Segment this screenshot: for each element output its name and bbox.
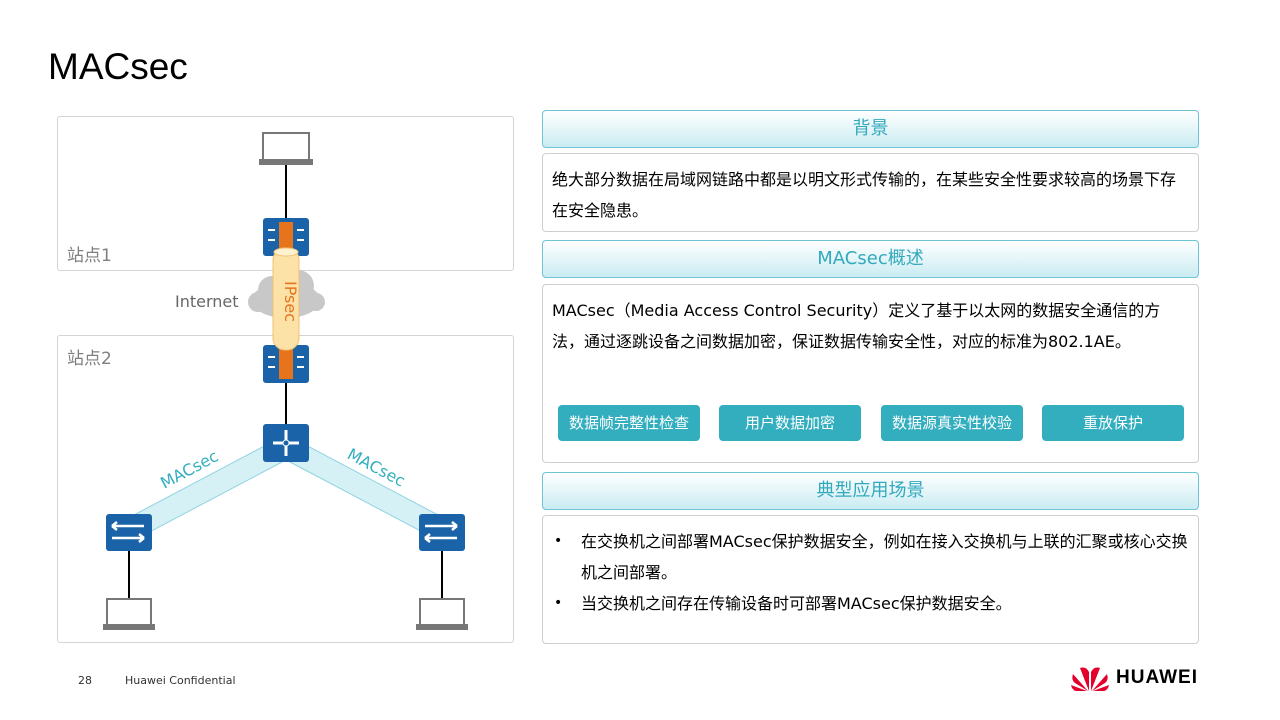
site1-label: 站点1 [67, 246, 112, 266]
scenario-item: 在交换机之间部署MACsec保护数据安全，例如在接入交换机与上联的汇聚或核心交换… [552, 526, 1189, 588]
internet-label: Internet [175, 292, 239, 311]
firewall-icon [263, 218, 309, 256]
network-diagram [103, 132, 468, 630]
brand-name: HUAWEI [1116, 667, 1198, 688]
overview-box: MACsec（Media Access Control Security）定义了… [542, 284, 1199, 463]
slide-title: MACsec [48, 46, 188, 87]
switch-icon [106, 514, 152, 551]
feature-encryption: 用户数据加密 [719, 405, 861, 441]
ipsec-label: IPsec [281, 280, 301, 323]
site2-label: 站点2 [67, 349, 112, 369]
scenario-item: 当交换机之间存在传输设备时可部署MACsec保护数据安全。 [552, 588, 1189, 619]
background-text: 绝大部分数据在局域网链路中都是以明文形式传输的，在某些安全性要求较高的场景下存在… [542, 153, 1199, 232]
section-header-overview: MACsec概述 [542, 240, 1199, 278]
section-header-background: 背景 [542, 110, 1199, 148]
laptop-icon [416, 598, 468, 630]
overview-text: MACsec（Media Access Control Security）定义了… [552, 301, 1161, 351]
huawei-flower-icon [1071, 667, 1109, 691]
page-number: 28 [78, 674, 92, 687]
firewall-icon [263, 345, 309, 383]
feature-replay-protection: 重放保护 [1042, 405, 1184, 441]
scenarios-box: 在交换机之间部署MACsec保护数据安全，例如在接入交换机与上联的汇聚或核心交换… [542, 515, 1199, 644]
switch-icon [419, 514, 465, 551]
ipsec-tunnel [272, 247, 300, 351]
laptop-icon [103, 598, 155, 630]
huawei-logo: HUAWEI [1070, 664, 1198, 692]
feature-integrity: 数据帧完整性检查 [558, 405, 700, 441]
section-header-scenarios: 典型应用场景 [542, 472, 1199, 510]
feature-authenticity: 数据源真实性校验 [881, 405, 1023, 441]
confidential-label: Huawei Confidential [125, 674, 236, 687]
laptop-icon [259, 132, 313, 165]
router-icon [263, 424, 309, 462]
